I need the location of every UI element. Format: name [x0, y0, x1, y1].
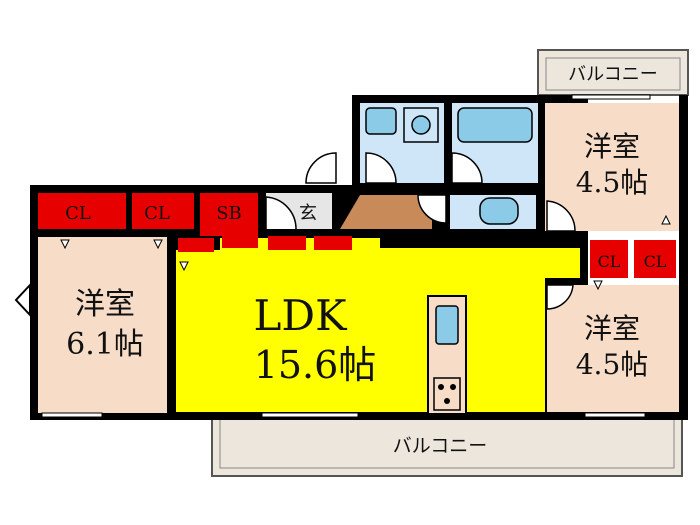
room-northeast-size: 4.5帖 [576, 166, 649, 199]
wall-east-upper [679, 95, 688, 240]
storage-small-1 [178, 238, 214, 252]
door-toilet [417, 194, 447, 224]
room-northeast: 洋室 4.5帖 [545, 103, 679, 231]
entrance-label: 玄 [299, 203, 317, 224]
room-ldk: LDK 15.6帖 [176, 238, 580, 412]
hallway [340, 195, 432, 229]
door-bathroom [451, 152, 483, 184]
marker-arrow-3 [179, 261, 189, 272]
window-bay-west [14, 282, 31, 318]
closet-cl2-label: CL [144, 203, 170, 224]
storage-small-2 [268, 236, 306, 250]
marker-arrow-5 [661, 214, 671, 225]
window-south-west [41, 412, 103, 418]
wall-east-lower [679, 232, 688, 420]
room-southeast: 洋室 4.5帖 [547, 285, 679, 413]
balcony-bottom-label: バルコニー [393, 435, 488, 457]
marker-arrow-4 [593, 280, 603, 291]
washroom [360, 103, 444, 183]
window-north-ne [571, 94, 651, 100]
door-hall [305, 152, 337, 184]
toilet-room [450, 195, 536, 229]
closet-cl2: CL [132, 193, 194, 229]
kitchen-counter [427, 295, 467, 415]
storage-small-3 [314, 236, 352, 250]
closet-cl1: CL [38, 193, 126, 229]
shoebox-sb: SB [200, 193, 258, 248]
toilet-icon [479, 197, 519, 225]
closet-cl1-label: CL [65, 203, 91, 224]
room-ldk-name: LDK [254, 291, 349, 340]
room-northeast-name: 洋室 [584, 130, 640, 163]
balcony-bottom: バルコニー [211, 411, 683, 477]
balcony-top-right-label: バルコニー [568, 64, 658, 85]
window-south-se [584, 412, 646, 418]
door-northeast [546, 200, 576, 232]
stove-icon [433, 377, 461, 411]
shoebox-sb-label: SB [216, 203, 242, 224]
room-west-size: 6.1帖 [66, 327, 144, 362]
sink-icon [435, 305, 459, 345]
room-southeast-size: 4.5帖 [576, 348, 649, 381]
balcony-top-right: バルコニー [537, 49, 689, 96]
room-west: 洋室 6.1帖 [38, 237, 167, 413]
closet-cl3: CL [590, 240, 628, 278]
marker-arrow-1 [60, 239, 70, 250]
room-ldk-size: 15.6帖 [254, 343, 377, 387]
room-west-name: 洋室 [75, 287, 135, 322]
entrance: 玄 [265, 193, 332, 230]
window-south-ldk [261, 412, 359, 418]
washbasin-icon [365, 107, 397, 135]
door-washroom [365, 152, 397, 184]
closet-cl4: CL [634, 240, 676, 278]
closet-cl4-label: CL [644, 252, 667, 271]
door-southeast [546, 284, 574, 310]
marker-arrow-2 [153, 239, 163, 250]
bathtub-icon [457, 107, 533, 143]
closet-cl3-label: CL [598, 252, 621, 271]
room-southeast-name: 洋室 [584, 312, 640, 345]
